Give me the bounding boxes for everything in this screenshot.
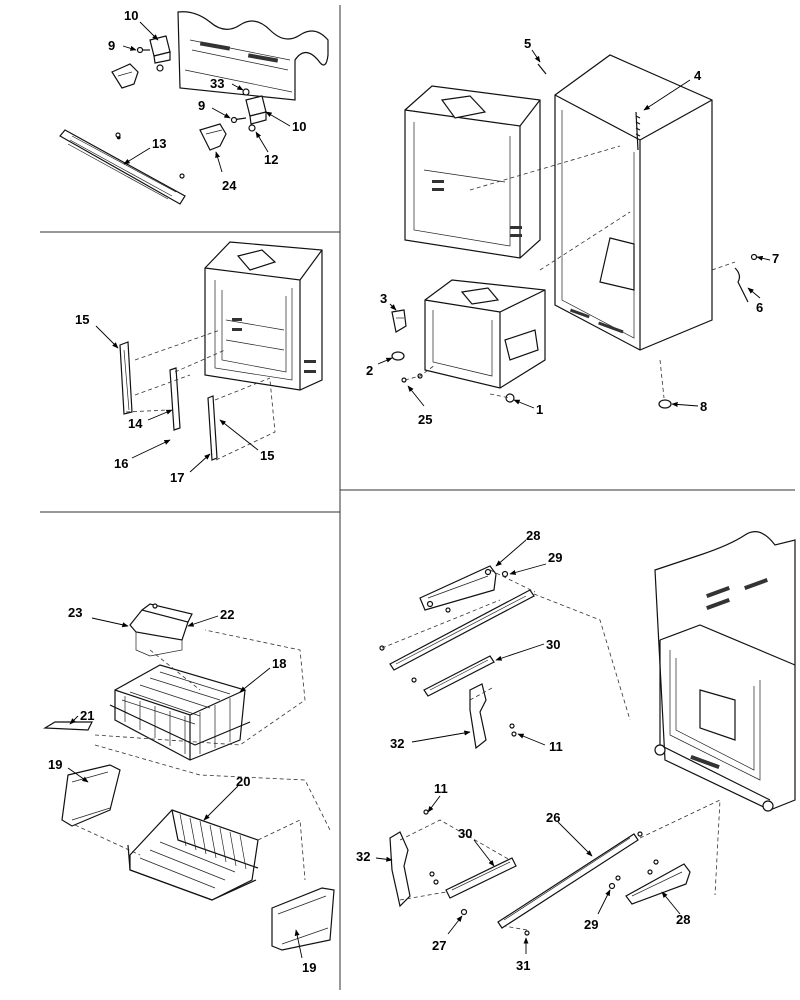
callout-18: 18 <box>239 656 286 693</box>
callout-19b: 19 <box>294 929 316 975</box>
callout-17: 17 <box>170 453 211 485</box>
callout-28a: 28 <box>495 528 540 567</box>
callout-label: 11 <box>549 739 563 754</box>
callout-14: 14 <box>128 409 173 431</box>
callout-13: 13 <box>123 136 166 165</box>
callout-16: 16 <box>114 439 171 471</box>
callout-29b: 29 <box>584 889 611 932</box>
callout-33: 33 <box>210 76 244 91</box>
callout-label: 12 <box>264 152 278 167</box>
callout-30b: 30 <box>458 826 495 867</box>
callout-11b: 11 <box>427 781 448 813</box>
callout-label: 25 <box>418 412 432 427</box>
callout-8: 8 <box>671 399 707 414</box>
callout-25: 25 <box>407 385 432 427</box>
panel-shelf-supports <box>119 241 323 461</box>
callout-15a: 15 <box>75 312 119 349</box>
panel-hinge-trim: ● <box>59 11 329 205</box>
callout-32a: 32 <box>390 730 471 751</box>
callout-10b: 10 <box>265 111 306 134</box>
callout-label: 19 <box>48 757 62 772</box>
callout-27: 27 <box>432 915 463 953</box>
callout-label: 1 <box>536 402 543 417</box>
panel-cabinet <box>391 54 758 409</box>
callout-label: 10 <box>124 8 138 23</box>
callout-label: 7 <box>772 251 779 266</box>
panel-baskets <box>42 603 335 951</box>
callout-label: 24 <box>222 178 237 193</box>
callout-label: 32 <box>356 849 370 864</box>
callout-6: 6 <box>747 287 763 315</box>
callout-label: 11 <box>434 781 448 796</box>
callout-label: 19 <box>302 960 316 975</box>
callout-label: 26 <box>546 810 560 825</box>
callout-10a: 10 <box>124 8 159 41</box>
callout-2: 2 <box>366 357 393 378</box>
panel-drawer-slides <box>379 531 796 936</box>
callout-label: 28 <box>526 528 540 543</box>
callout-label: 33 <box>210 76 224 91</box>
callout-label: 5 <box>524 36 531 51</box>
callout-label: 29 <box>584 917 598 932</box>
callout-31: 31 <box>516 937 530 973</box>
callout-label: 32 <box>390 736 404 751</box>
callout-label: 31 <box>516 958 530 973</box>
callout-label: 13 <box>152 136 166 151</box>
callout-label: 10 <box>292 119 306 134</box>
callout-label: 15 <box>260 448 274 463</box>
callout-26: 26 <box>546 810 593 857</box>
callout-29a: 29 <box>509 550 562 575</box>
callout-label: 14 <box>128 416 143 431</box>
callout-7: 7 <box>756 251 779 266</box>
callout-1: 1 <box>513 399 543 417</box>
callout-3: 3 <box>380 291 397 311</box>
callout-19a: 19 <box>48 757 89 783</box>
callout-5: 5 <box>524 36 541 63</box>
callout-label: 6 <box>756 300 763 315</box>
callout-label: 21 <box>80 708 94 723</box>
callout-label: 22 <box>220 607 234 622</box>
callouts: 10 9 33 9 10 12 13 24 15 14 16 17 15 5 4… <box>48 8 779 975</box>
callout-label: 16 <box>114 456 128 471</box>
panel-dividers <box>40 5 795 990</box>
callout-20: 20 <box>203 774 250 821</box>
callout-label: 29 <box>548 550 562 565</box>
callout-23: 23 <box>68 605 129 628</box>
callout-22: 22 <box>187 607 234 627</box>
callout-label: 27 <box>432 938 446 953</box>
callout-4: 4 <box>643 68 702 111</box>
callout-label: 4 <box>694 68 702 83</box>
callout-11a: 11 <box>517 733 563 754</box>
callout-9b: 9 <box>198 98 231 119</box>
callout-label: 9 <box>198 98 205 113</box>
callout-28b: 28 <box>661 891 690 927</box>
callout-32b: 32 <box>356 849 393 864</box>
callout-label: 20 <box>236 774 250 789</box>
callout-label: 28 <box>676 912 690 927</box>
callout-12: 12 <box>255 131 278 167</box>
callout-24: 24 <box>215 151 237 193</box>
callout-label: 15 <box>75 312 89 327</box>
callout-30a: 30 <box>495 637 560 661</box>
callout-label: 18 <box>272 656 286 671</box>
callout-label: 17 <box>170 470 184 485</box>
callout-label: 3 <box>380 291 387 306</box>
callout-label: 9 <box>108 38 115 53</box>
callout-15b: 15 <box>219 419 274 463</box>
callout-label: 30 <box>458 826 472 841</box>
callout-label: 8 <box>700 399 707 414</box>
callout-label: 23 <box>68 605 82 620</box>
callout-label: 30 <box>546 637 560 652</box>
callout-21: 21 <box>69 708 94 725</box>
callout-label: 2 <box>366 363 373 378</box>
callout-9a: 9 <box>108 38 137 53</box>
